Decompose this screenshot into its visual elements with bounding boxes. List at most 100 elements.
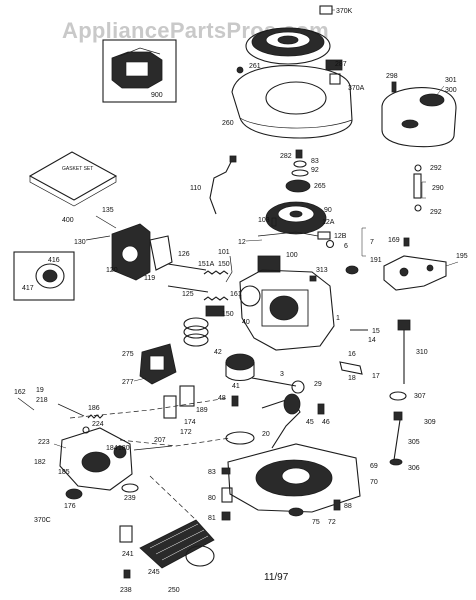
label-12b: 12B — [334, 233, 347, 240]
part-191-bracket — [383, 255, 447, 291]
part-88-screw — [333, 499, 341, 511]
label-310: 310 — [416, 349, 428, 356]
label-275: 275 — [122, 351, 134, 358]
tank-body — [381, 87, 457, 148]
label-19: 19 — [36, 387, 44, 394]
part-313-plug — [309, 275, 317, 282]
part-162-screw — [17, 397, 35, 411]
part-282-nut — [295, 149, 303, 159]
part-207-link — [133, 445, 173, 451]
part-3-conrod — [251, 377, 297, 387]
part-305-tube — [393, 419, 401, 461]
label-110: 110 — [190, 185, 201, 192]
leader-300 — [435, 85, 445, 97]
label-301: 301 — [445, 77, 457, 84]
carb-outline — [59, 427, 133, 491]
label-292-top: 292 — [430, 165, 442, 172]
label-150-lower: 150 — [222, 311, 234, 318]
label-370c: 370C — [34, 517, 51, 524]
label-218: 218 — [36, 397, 48, 404]
part-48-screw — [231, 395, 239, 407]
fuel-tank — [381, 87, 457, 148]
label-195: 195 — [456, 253, 468, 260]
label-416: 416 — [48, 257, 60, 264]
carb-bowl — [81, 451, 111, 473]
label-189: 189 — [196, 407, 208, 414]
leader-12 — [245, 239, 263, 242]
label-42: 42 — [214, 349, 222, 356]
part-261-screw — [236, 66, 244, 74]
label-1: 1 — [336, 315, 340, 322]
breather-center — [42, 269, 58, 283]
label-119: 119 — [144, 275, 155, 282]
part-125-valve — [167, 285, 209, 293]
label-186: 186 — [88, 405, 100, 412]
part-80 — [221, 487, 233, 503]
label-370k: 370K — [336, 8, 353, 15]
leader-195 — [445, 261, 459, 267]
label-80: 80 — [208, 495, 216, 502]
label-224: 224 — [92, 421, 104, 428]
piston-rings — [183, 317, 209, 347]
label-41: 41 — [232, 383, 240, 390]
part-81 — [221, 511, 231, 521]
label-12: 12 — [238, 239, 246, 246]
label-15: 15 — [372, 328, 380, 335]
date-code: 11/97 — [264, 572, 289, 583]
dipstick-cap — [397, 319, 411, 331]
label-3: 3 — [280, 371, 284, 378]
part-12b — [317, 231, 331, 240]
label-307: 307 — [414, 393, 426, 400]
part-83-bottom — [221, 467, 231, 475]
sump-boss — [281, 467, 311, 485]
fuel-line — [413, 164, 422, 212]
starter-hub — [277, 35, 299, 45]
part-306-washer — [389, 458, 403, 466]
label-48: 48 — [218, 395, 226, 402]
part-298-screw — [391, 81, 397, 93]
cylinder-bore — [269, 295, 299, 321]
part-110-wire — [209, 159, 233, 215]
label-20: 20 — [262, 431, 270, 438]
label-250: 250 — [168, 587, 180, 594]
leader-277 — [133, 377, 147, 382]
piston-crown — [225, 353, 255, 371]
part-plug-right — [345, 265, 359, 275]
tank-outlet — [401, 119, 419, 129]
label-16: 16 — [348, 351, 356, 358]
label-18: 18 — [348, 375, 356, 382]
crank-counterweight — [283, 393, 301, 415]
label-184: 184 — [106, 445, 118, 452]
gasket-set-400: GASKET SET — [28, 151, 118, 207]
label-6: 6 — [344, 243, 348, 250]
cam-gear — [225, 431, 255, 445]
label-162: 162 — [14, 389, 26, 396]
manifold-port — [121, 245, 139, 263]
inset-engine-900: 900 — [102, 39, 177, 103]
gasket-set-text: GASKET SET — [62, 166, 93, 172]
part-309-oring — [393, 411, 403, 421]
label-90: 90 — [324, 207, 332, 214]
label-92: 92 — [311, 167, 319, 174]
label-191: 191 — [370, 257, 382, 264]
flywheel-hub — [289, 210, 303, 218]
part-238-screw — [123, 569, 131, 579]
label-72: 72 — [328, 519, 336, 526]
label-400: 400 — [62, 217, 74, 224]
breather-body — [35, 263, 65, 289]
intake-manifold-120 — [111, 223, 151, 281]
label-151a: 151A — [198, 261, 215, 268]
label-287: 287 — [335, 61, 347, 68]
conrod-end — [291, 380, 305, 394]
label-417: 417 — [22, 285, 34, 292]
label-309: 309 — [424, 419, 436, 426]
gasket-envelope-edge — [29, 176, 117, 207]
label-81: 81 — [208, 515, 216, 522]
ring-2 — [183, 325, 209, 339]
label-238: 238 — [120, 587, 132, 594]
part-119-gasket — [149, 235, 173, 271]
label-172: 172 — [180, 429, 192, 436]
part-92-washer — [291, 169, 309, 177]
label-223: 223 — [38, 439, 50, 446]
